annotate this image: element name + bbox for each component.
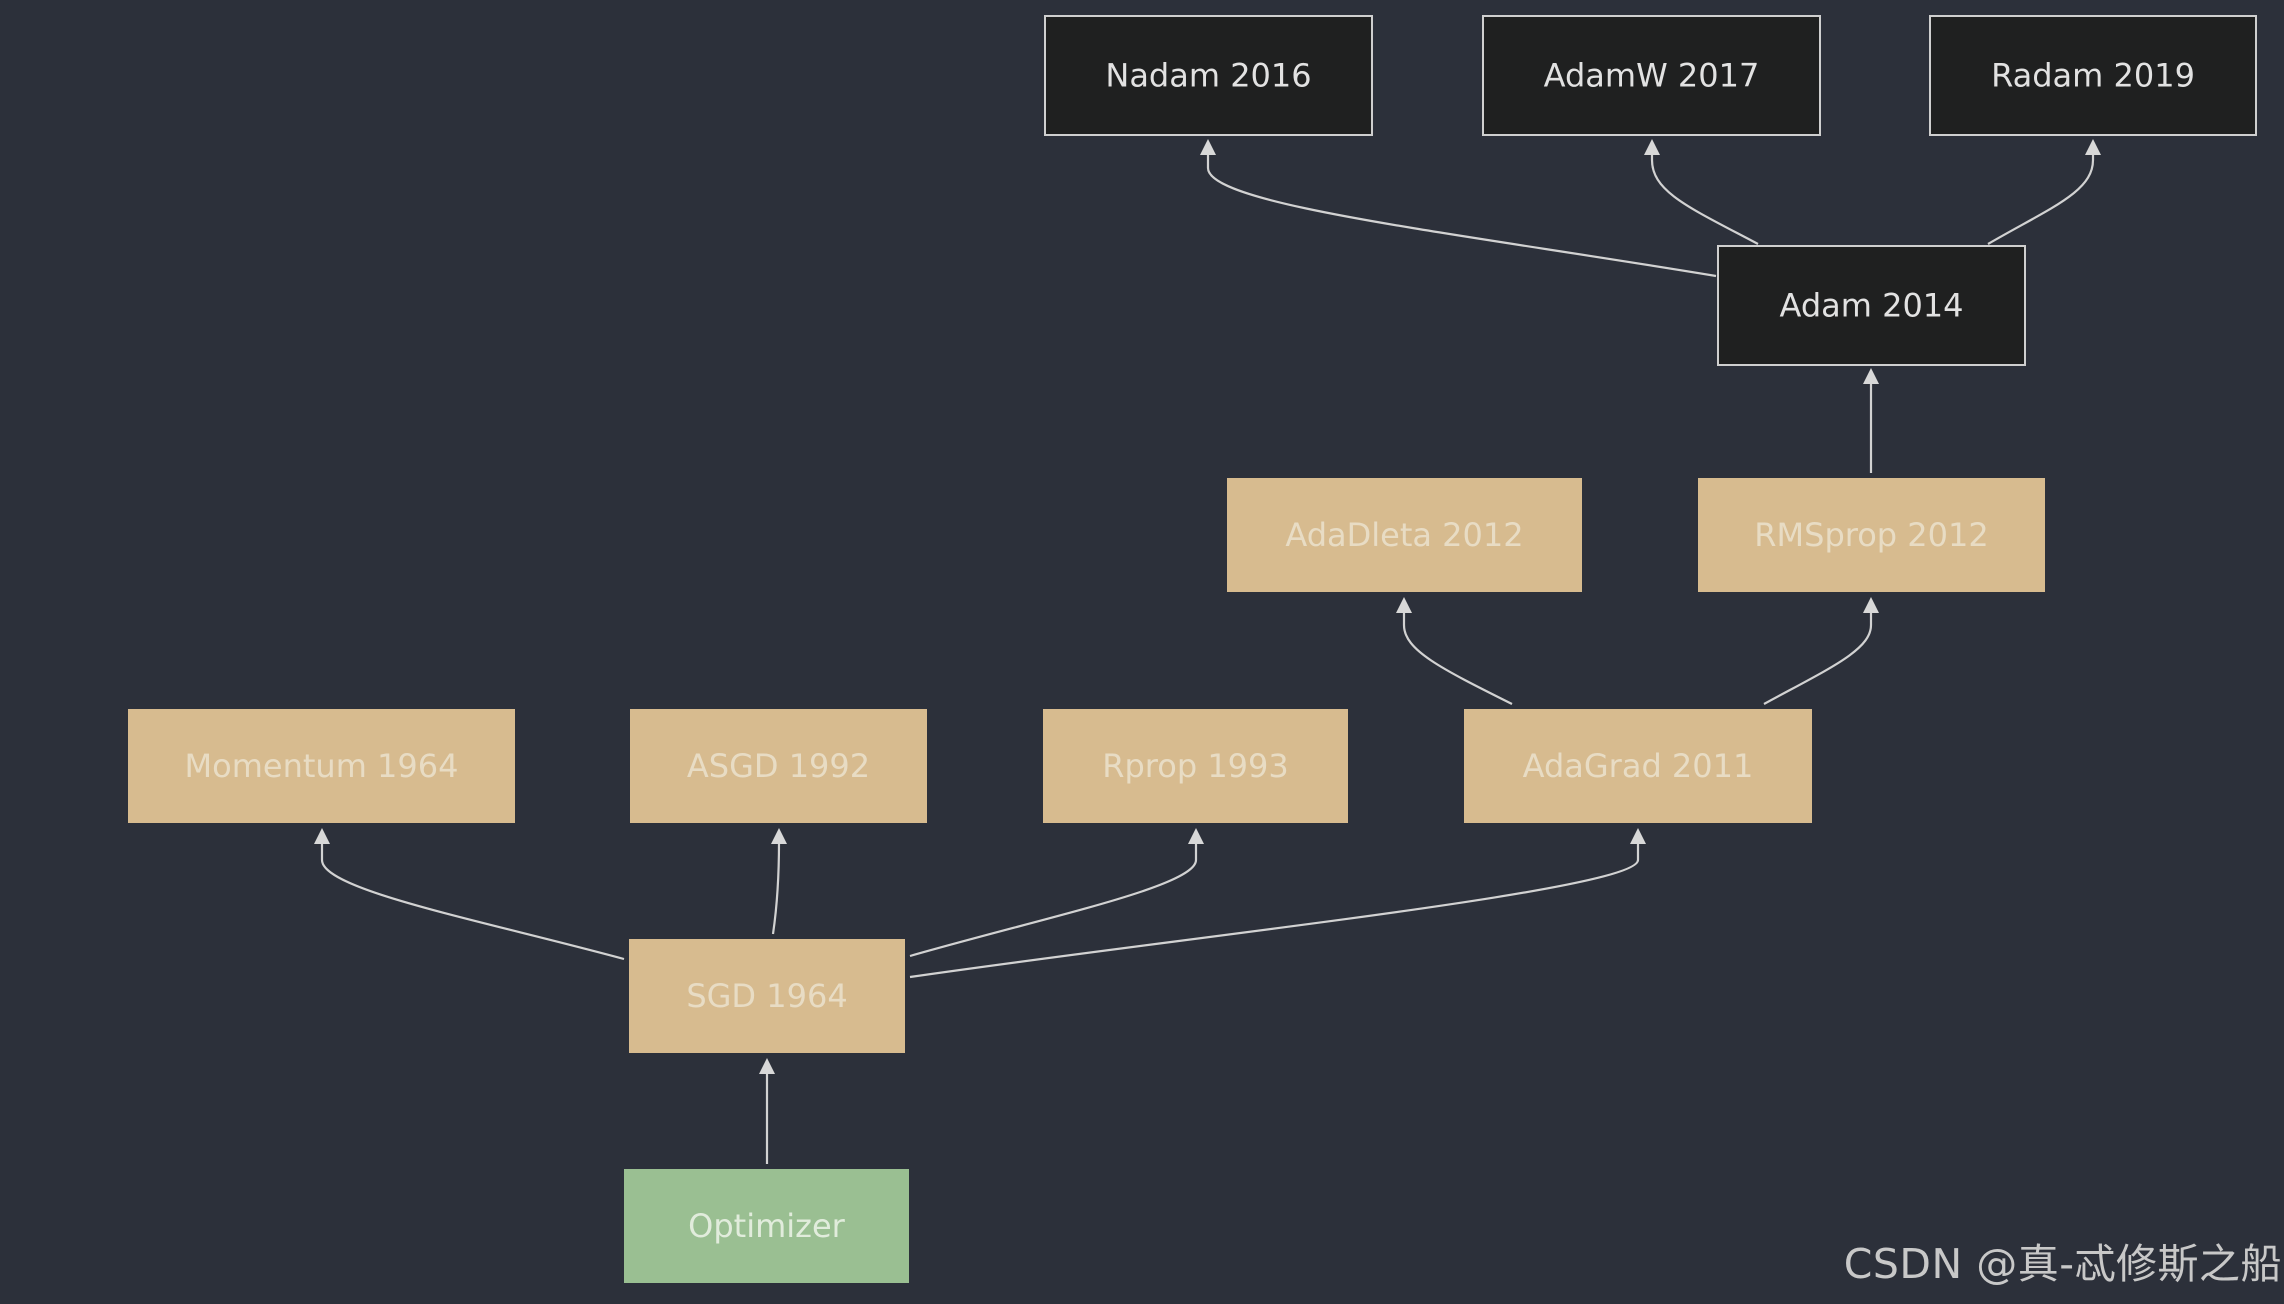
node-label-rmsprop: RMSprop 2012 <box>1754 516 1988 554</box>
node-optimizer[interactable]: Optimizer <box>624 1169 909 1283</box>
edge-adagrad-to-adadelta <box>1402 612 1513 705</box>
arrowhead-momentum <box>314 828 330 844</box>
node-box-radam <box>1929 15 2257 136</box>
edge-adam-to-nadam <box>1206 153 1717 278</box>
watermark: CSDN @真-忒修斯之船 <box>1843 1240 2282 1288</box>
arrowhead-rprop <box>1188 828 1204 844</box>
node-box-adamw <box>1482 15 1821 136</box>
node-box-rprop <box>1043 709 1348 823</box>
edge-sgd-to-asgd <box>771 841 781 935</box>
arrowhead-adamw <box>1644 139 1660 155</box>
arrowhead-adagrad <box>1630 828 1646 844</box>
edge-adam-to-radam <box>1987 153 2095 245</box>
node-label-momentum: Momentum 1964 <box>185 747 459 785</box>
node-box-rmsprop <box>1698 478 2045 592</box>
node-rprop[interactable]: Rprop 1993 <box>1043 709 1348 823</box>
arrowhead-nadam <box>1200 139 1216 155</box>
node-label-rprop: Rprop 1993 <box>1102 747 1289 785</box>
node-adamw[interactable]: AdamW 2017 <box>1482 15 1821 136</box>
node-adadelta[interactable]: AdaDleta 2012 <box>1227 478 1582 592</box>
node-momentum[interactable]: Momentum 1964 <box>128 709 515 823</box>
node-box-optimizer <box>624 1169 909 1283</box>
arrowhead-sgd <box>759 1058 775 1074</box>
node-box-adam <box>1717 245 2026 366</box>
node-box-momentum <box>128 709 515 823</box>
node-label-sgd: SGD 1964 <box>686 977 847 1015</box>
edge-adam-to-adamw <box>1650 153 1759 245</box>
arrowhead-adam <box>1863 368 1879 384</box>
node-label-adamw: AdamW 2017 <box>1544 57 1760 95</box>
edge-sgd-to-rprop <box>909 842 1198 958</box>
node-adam[interactable]: Adam 2014 <box>1717 245 2026 366</box>
node-label-adam: Adam 2014 <box>1779 287 1963 325</box>
node-label-optimizer: Optimizer <box>688 1207 845 1245</box>
node-label-nadam: Nadam 2016 <box>1105 57 1311 95</box>
node-nadam[interactable]: Nadam 2016 <box>1044 15 1373 136</box>
arrowhead-adadelta <box>1396 597 1412 613</box>
edge-sgd-to-adagrad <box>909 842 1640 979</box>
node-box-sgd <box>629 939 905 1053</box>
node-label-adagrad: AdaGrad 2011 <box>1523 747 1754 785</box>
arrowhead-asgd <box>771 828 787 844</box>
node-label-asgd: ASGD 1992 <box>687 747 870 785</box>
node-asgd[interactable]: ASGD 1992 <box>630 709 927 823</box>
node-label-radam: Radam 2019 <box>1991 57 2195 95</box>
arrowhead-radam <box>2085 139 2101 155</box>
node-adagrad[interactable]: AdaGrad 2011 <box>1464 709 1812 823</box>
node-box-adadelta <box>1227 478 1582 592</box>
node-box-asgd <box>630 709 927 823</box>
node-sgd[interactable]: SGD 1964 <box>629 939 905 1053</box>
node-box-nadam <box>1044 15 1373 136</box>
node-label-adadelta: AdaDleta 2012 <box>1285 516 1523 554</box>
edge-sgd-to-momentum <box>320 842 625 961</box>
arrowhead-rmsprop <box>1863 597 1879 613</box>
edge-adagrad-to-rmsprop <box>1763 612 1873 705</box>
edges-layer <box>314 139 2101 1164</box>
node-radam[interactable]: Radam 2019 <box>1929 15 2257 136</box>
node-rmsprop[interactable]: RMSprop 2012 <box>1698 478 2045 592</box>
node-box-adagrad <box>1464 709 1812 823</box>
